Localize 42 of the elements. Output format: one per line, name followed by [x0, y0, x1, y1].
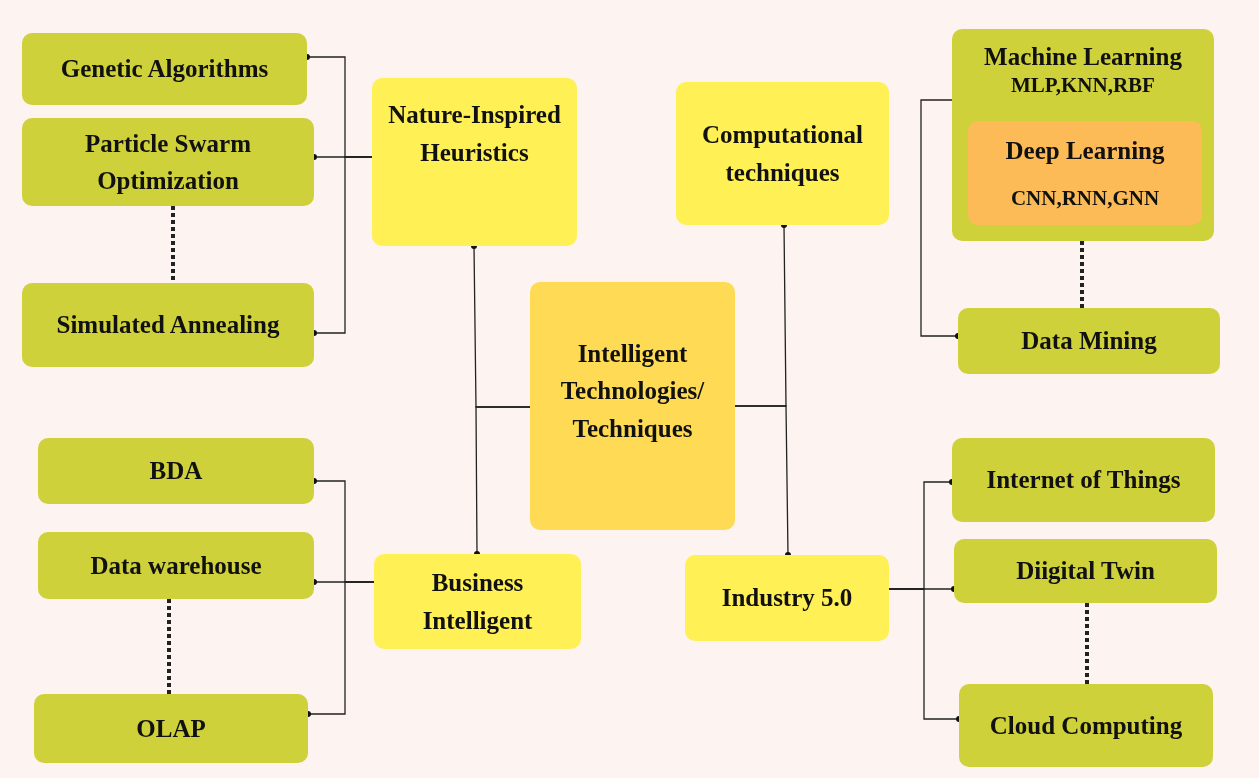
node-title: Particle Swarm Optimization [84, 128, 252, 196]
node-title: Cloud Computing [989, 710, 1183, 741]
node-title: BDA [149, 456, 203, 487]
node-title: Industry 5.0 [721, 583, 853, 614]
node-title: Data Mining [1021, 326, 1157, 357]
node-title: Diigital Twin [1016, 556, 1155, 587]
topic-box [954, 539, 1217, 603]
node-subtitle: CNN,RNN,GNN [1010, 184, 1160, 212]
topic-box [958, 308, 1220, 374]
topic-box [374, 554, 581, 649]
node-title: Intelligent Technologies/ Techniques [559, 338, 706, 444]
topic-box [38, 532, 314, 599]
topic-box [952, 438, 1215, 522]
topic-box [959, 684, 1213, 767]
node-title: Business Intelligent [421, 568, 534, 636]
group-box [952, 29, 1214, 241]
dotted-connector [1085, 603, 1089, 684]
topic-box [685, 555, 889, 641]
connector-line [734, 405, 791, 558]
topic-box [530, 282, 735, 530]
dotted-connector [171, 206, 175, 283]
node-title: Data warehouse [90, 550, 262, 581]
topic-box [22, 283, 314, 367]
node-title: Genetic Algorithms [60, 54, 269, 85]
connector-line [474, 406, 531, 557]
node-title: Internet of Things [986, 465, 1181, 496]
node-title: Simulated Annealing [56, 310, 280, 341]
topic-box [34, 694, 308, 763]
topic-box [676, 82, 889, 225]
topic-box [372, 78, 577, 246]
node-title: Nature-Inspired Heuristics [387, 100, 562, 168]
topic-box [22, 33, 307, 105]
topic-box [38, 438, 314, 504]
node-subtitle: MLP,KNN,RBF [1011, 72, 1155, 99]
dotted-connector [167, 599, 171, 694]
group-box [968, 121, 1202, 225]
node-title: OLAP [136, 713, 206, 744]
node-title: Computational techniques [700, 120, 865, 188]
dotted-connector [1080, 241, 1084, 308]
node-title: Deep Learning [1005, 135, 1165, 166]
topic-box [22, 118, 314, 206]
node-title: Machine Learning [984, 42, 1182, 72]
